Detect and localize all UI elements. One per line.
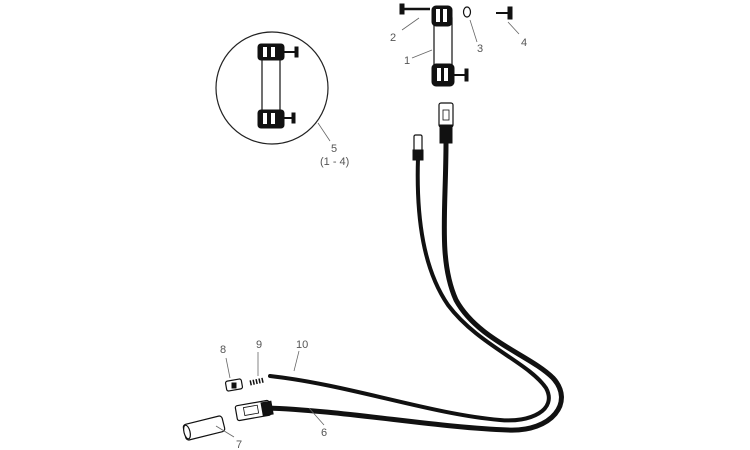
callout-4: 4 (521, 37, 527, 49)
part-8-connector (224, 378, 244, 392)
callout-7: 7 (236, 439, 242, 450)
hose-6 (263, 139, 564, 433)
leader-lines (215, 17, 520, 438)
part-7-sleeve (182, 415, 226, 441)
callout-1: 1 (404, 55, 410, 67)
cable-10 (268, 156, 551, 423)
callout-labels: 1 2 3 4 5 (1 - 4) 6 7 8 9 10 (220, 32, 527, 450)
part-1-tube-assembly (431, 5, 469, 87)
callout-9: 9 (256, 339, 262, 351)
part-4-pin (496, 6, 513, 20)
callout-3: 3 (477, 43, 483, 55)
callout-2: 2 (390, 32, 396, 44)
detail-inset (215, 31, 329, 145)
part-9-spring (249, 377, 265, 386)
part-2-bolt (399, 3, 430, 15)
lower-hose-fitting (234, 399, 274, 422)
callout-5: 5 (331, 143, 337, 155)
callout-10: 10 (296, 339, 308, 351)
upper-hose-fitting (438, 102, 454, 144)
part-3-washer (462, 6, 472, 18)
callout-5-range: (1 - 4) (320, 156, 349, 168)
callout-6: 6 (321, 427, 327, 439)
callout-8: 8 (220, 344, 226, 356)
